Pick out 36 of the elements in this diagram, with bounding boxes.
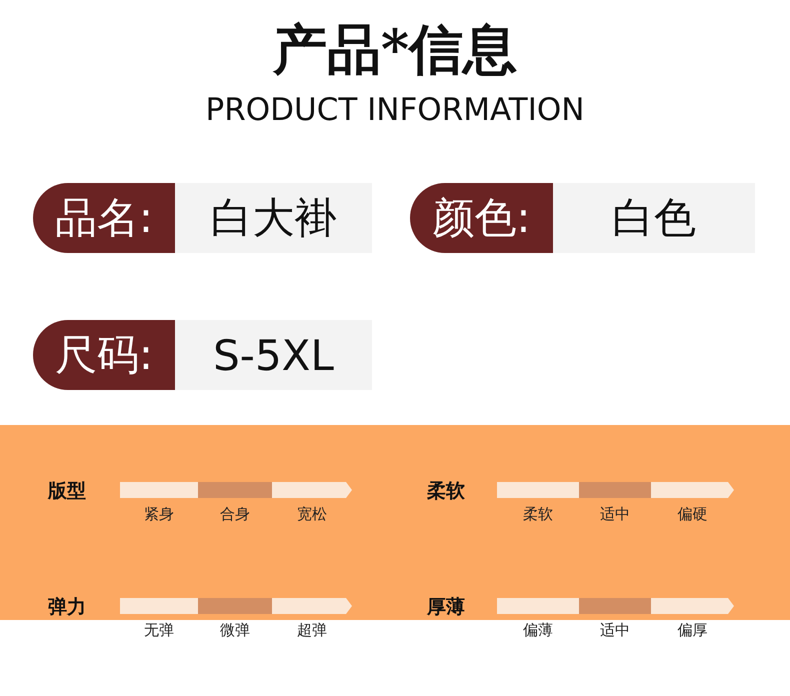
scale-option: 超弹 [272,621,352,640]
scale-segment [272,482,352,498]
page-title: 产品*信息 [272,16,518,83]
label-tab: 品名: [33,183,175,253]
label-tab: 颜色: [410,183,553,253]
scale-option: 合身 [198,505,272,524]
scale-option: 偏厚 [651,621,734,640]
scale-option: 偏薄 [497,621,579,640]
scale-segment [120,482,198,498]
scale-option: 无弹 [120,621,198,640]
scale-segment [651,482,734,498]
scale-segment [272,598,352,614]
scale-option: 宽松 [272,505,352,524]
scale-option: 适中 [579,505,651,524]
scale-title: 厚薄 [427,595,465,620]
scale-segment [497,482,579,498]
value-field: 白大褂 [175,183,372,253]
label-tab: 尺码: [33,320,175,390]
scale-segment [198,598,272,614]
scale-segment [579,482,651,498]
scale-segment [120,598,198,614]
scale-option: 微弹 [198,621,272,640]
scale-segment [651,598,734,614]
scale-option: 紧身 [120,505,198,524]
scale-option: 偏硬 [651,505,734,524]
scale-title: 弹力 [48,595,86,620]
subtitle: PRODUCT INFORMATION [204,92,586,128]
value-field: 白色 [553,183,755,253]
scale-segment [198,482,272,498]
scale-option: 柔软 [497,505,579,524]
scale-title: 柔软 [427,479,465,504]
scale-option: 适中 [579,621,651,640]
scale-segment [497,598,579,614]
scale-title: 版型 [48,479,86,504]
scale-segment [579,598,651,614]
value-field: S-5XL [175,320,372,390]
